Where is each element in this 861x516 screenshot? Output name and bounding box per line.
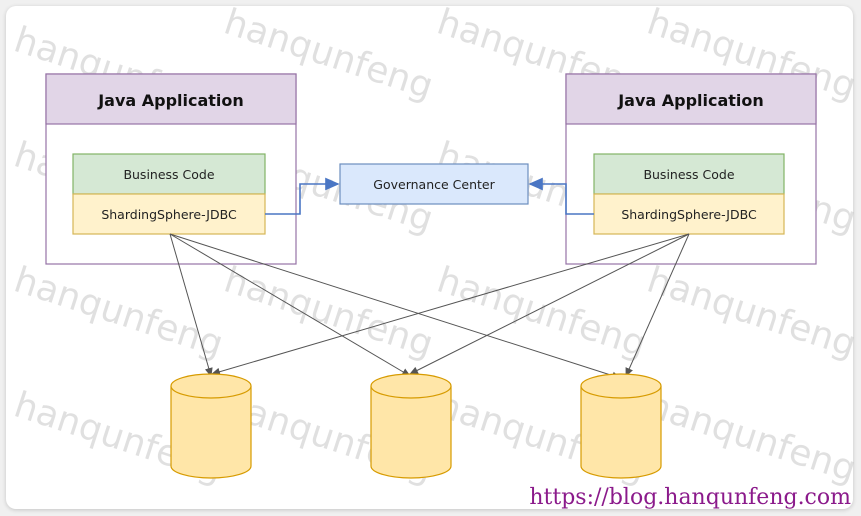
governance-center-box [339, 163, 529, 205]
db-connectors [169, 233, 690, 380]
connector-right-to-governance [528, 177, 594, 215]
jdbc-box-right [593, 193, 785, 235]
watermark-text: hanqunfeng [642, 260, 861, 366]
jdbc-label-left: ShardingSphere-JDBC [101, 207, 237, 222]
database-cylinder-body [580, 386, 662, 479]
connector-left-to-governance [265, 177, 340, 215]
java-application-left: Java Application Business Code ShardingS… [45, 73, 297, 265]
business-code-box-left [72, 153, 266, 195]
watermark-text: hanqunfeng [9, 260, 228, 366]
connector-right-db1 [211, 233, 690, 376]
connector-right-db2 [409, 233, 690, 375]
app-title-left: Java Application [97, 91, 244, 110]
database-cylinder-top [580, 373, 662, 399]
connector-right-db3 [625, 233, 690, 377]
business-code-label-left: Business Code [123, 167, 214, 182]
app-header-left [45, 73, 297, 125]
connector-left-db1 [169, 233, 213, 377]
connector-left-db2 [169, 233, 411, 377]
governance-center-label: Governance Center [373, 177, 495, 192]
java-application-right: Java Application Business Code ShardingS… [565, 73, 817, 265]
database-cylinder-body [370, 386, 452, 479]
watermark-text: hanqunfeng [219, 260, 438, 366]
business-code-box-right [593, 153, 785, 195]
business-code-label-right: Business Code [643, 167, 734, 182]
watermark-text: hanqunfeng [432, 260, 651, 366]
governance-center: Governance Center [339, 163, 529, 205]
database-1 [170, 373, 252, 479]
database-cylinder-top [170, 373, 252, 399]
database-3 [580, 373, 662, 479]
watermark-text: hanqunfeng [642, 385, 861, 491]
connector-left-db3 [169, 233, 621, 380]
database-cylinder-top [370, 373, 452, 399]
database-cylinder-body [170, 386, 252, 479]
database-2 [370, 373, 452, 479]
jdbc-label-right: ShardingSphere-JDBC [621, 207, 757, 222]
app-header-right [565, 73, 817, 125]
blog-url-link[interactable]: https://blog.hanqunfeng.com [529, 485, 851, 510]
jdbc-box-left [72, 193, 266, 235]
app-title-right: Java Application [617, 91, 764, 110]
